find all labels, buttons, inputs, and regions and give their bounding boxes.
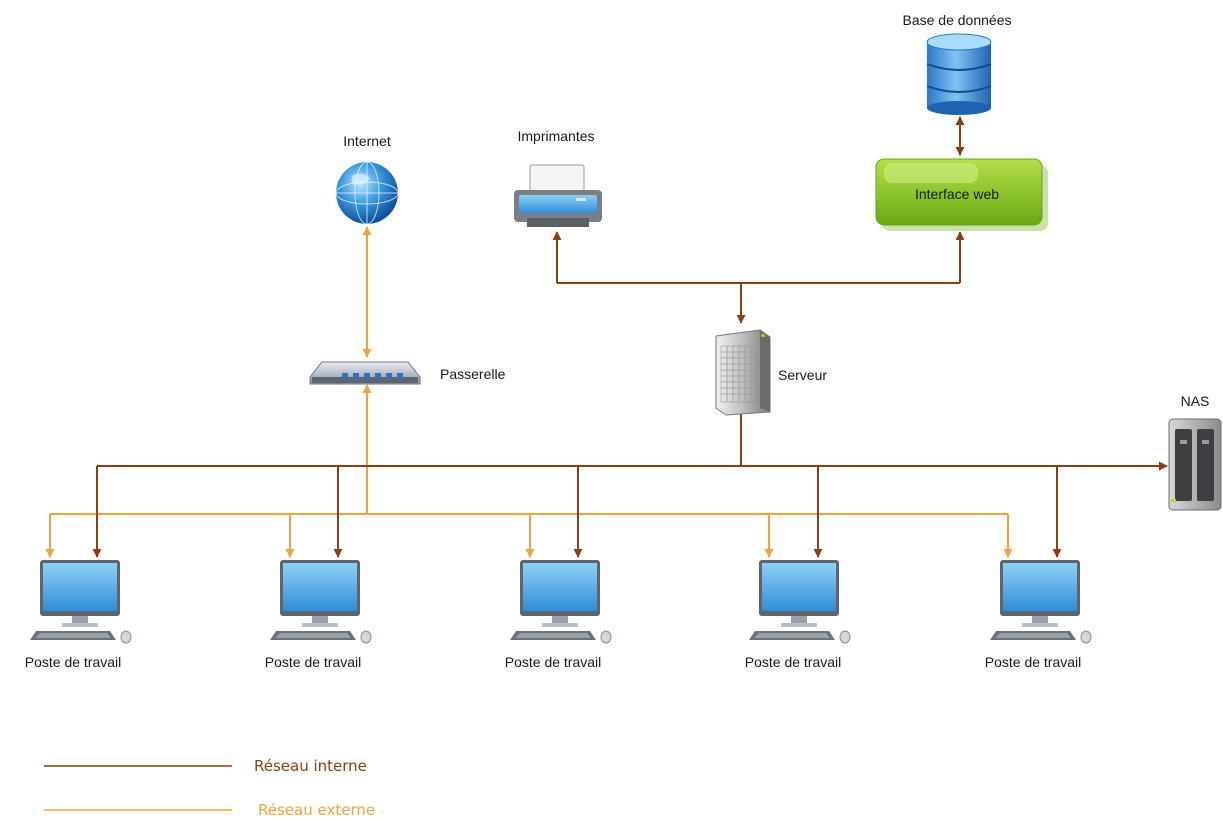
- server-label: Serveur: [778, 367, 827, 383]
- legend: Réseau interne Réseau externe: [44, 757, 375, 819]
- workstation-label: Poste de travail: [25, 654, 122, 670]
- desktop-computer-icon: [989, 559, 1092, 644]
- printer-icon: [514, 164, 602, 227]
- external-network-lines: [45, 226, 1013, 558]
- internal-network-lines: [92, 116, 1168, 558]
- workstation-1: Poste de travail: [25, 559, 132, 670]
- workstation-label: Poste de travail: [745, 654, 842, 670]
- router-icon: [309, 361, 421, 385]
- nas-icon: [1168, 418, 1222, 511]
- printers-label: Imprimantes: [517, 128, 594, 144]
- workstation-3: Poste de travail: [505, 559, 612, 670]
- web-interface-label: Interface web: [915, 186, 999, 202]
- desktop-computer-icon: [509, 559, 612, 644]
- nas-label: NAS: [1181, 393, 1210, 409]
- database-icon: [926, 33, 992, 115]
- workstation-4: Poste de travail: [745, 559, 851, 670]
- legend-external-label: Réseau externe: [258, 801, 375, 819]
- workstation-5: Poste de travail: [985, 559, 1092, 670]
- workstation-label: Poste de travail: [265, 654, 362, 670]
- database-label: Base de données: [903, 12, 1012, 28]
- server-tower-icon: [715, 329, 771, 416]
- workstation-label: Poste de travail: [505, 654, 602, 670]
- workstation-label: Poste de travail: [985, 654, 1082, 670]
- gateway-label: Passerelle: [440, 366, 506, 382]
- desktop-computer-icon: [269, 559, 372, 644]
- internet-label: Internet: [343, 133, 391, 149]
- web-interface-box: [875, 158, 1048, 231]
- desktop-computer-icon: [748, 559, 851, 644]
- legend-internal-label: Réseau interne: [254, 757, 367, 775]
- desktop-computer-icon: [29, 559, 132, 644]
- workstation-2: Poste de travail: [265, 559, 372, 670]
- globe-icon: [335, 161, 399, 225]
